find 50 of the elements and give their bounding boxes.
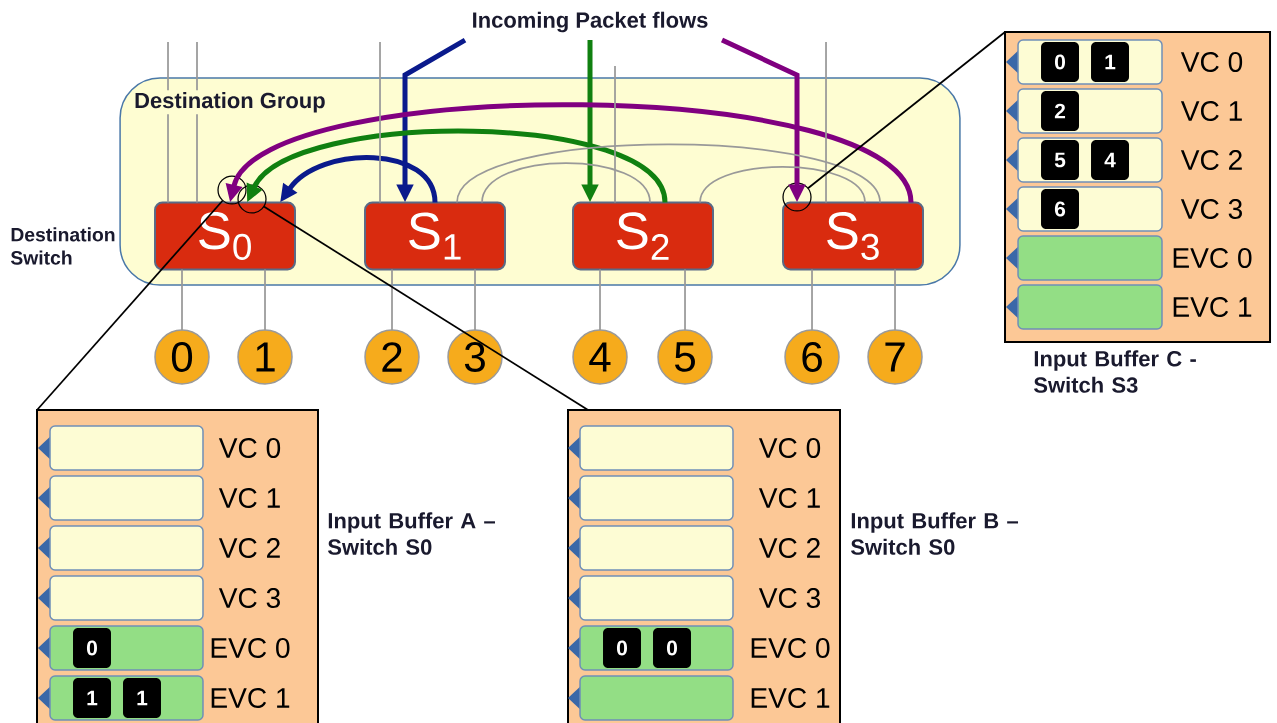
leader-line [36, 199, 224, 411]
link-line [264, 268, 266, 331]
link-line [474, 268, 476, 331]
channel-label: VC 0 [1180, 52, 1243, 72]
zoom-circle [237, 184, 267, 214]
channel-label: EVC 1 [751, 688, 830, 708]
link-line [614, 65, 616, 204]
link-line [894, 268, 896, 331]
channel-label: VC 3 [1180, 199, 1242, 219]
link-line [684, 268, 686, 331]
switch-box: S$_{1}$ [364, 201, 506, 271]
leader-line [263, 205, 589, 411]
flow-arrow [280, 155, 438, 203]
link-line [456, 143, 881, 204]
link-line [599, 268, 601, 331]
channel-label: VC 2 [1180, 150, 1242, 170]
side-label: Destination Switch [10, 227, 115, 265]
channel-label: EVC 0 [1173, 248, 1252, 268]
channel-label: EVC 1 [211, 688, 290, 708]
link-line [379, 41, 381, 204]
channel-label: VC 3 [758, 588, 820, 608]
channel-label: VC 2 [758, 538, 820, 558]
channel-label: VC 0 [758, 438, 821, 458]
channel-label: EVC 1 [1173, 297, 1252, 317]
link-line [181, 268, 183, 331]
link-line [811, 268, 813, 331]
link-line [481, 162, 651, 204]
zoom-circle [217, 175, 247, 205]
buffer-caption: Input Buffer B – Switch S0 [851, 512, 1019, 555]
channel-label: EVC 0 [751, 638, 830, 658]
flow-heading: Incoming Packet flows [473, 11, 708, 33]
switch-box: S$_{3}$ [782, 201, 924, 271]
switch-box: S$_{0}$ [154, 201, 296, 271]
buffer-caption: Input Buffer C - Switch S3 [1034, 350, 1196, 393]
channel-label: VC 1 [218, 488, 280, 508]
channel-label: VC 2 [218, 538, 280, 558]
channel-label: EVC 0 [211, 638, 290, 658]
link-line [391, 268, 393, 331]
switch-box: S$_{2}$ [572, 201, 714, 271]
channel-label: VC 1 [1180, 101, 1242, 121]
zoom-circle [782, 182, 812, 212]
channel-label: VC 1 [758, 488, 820, 508]
flow-arrow [246, 128, 668, 204]
link-line [699, 166, 866, 204]
buffer-caption: Input Buffer A – Switch S0 [328, 512, 496, 555]
channel-label: VC 0 [218, 438, 281, 458]
link-line [825, 41, 827, 204]
group-label: Destination Group [132, 90, 328, 115]
leader-line [807, 31, 1006, 190]
channel-label: VC 3 [218, 588, 280, 608]
